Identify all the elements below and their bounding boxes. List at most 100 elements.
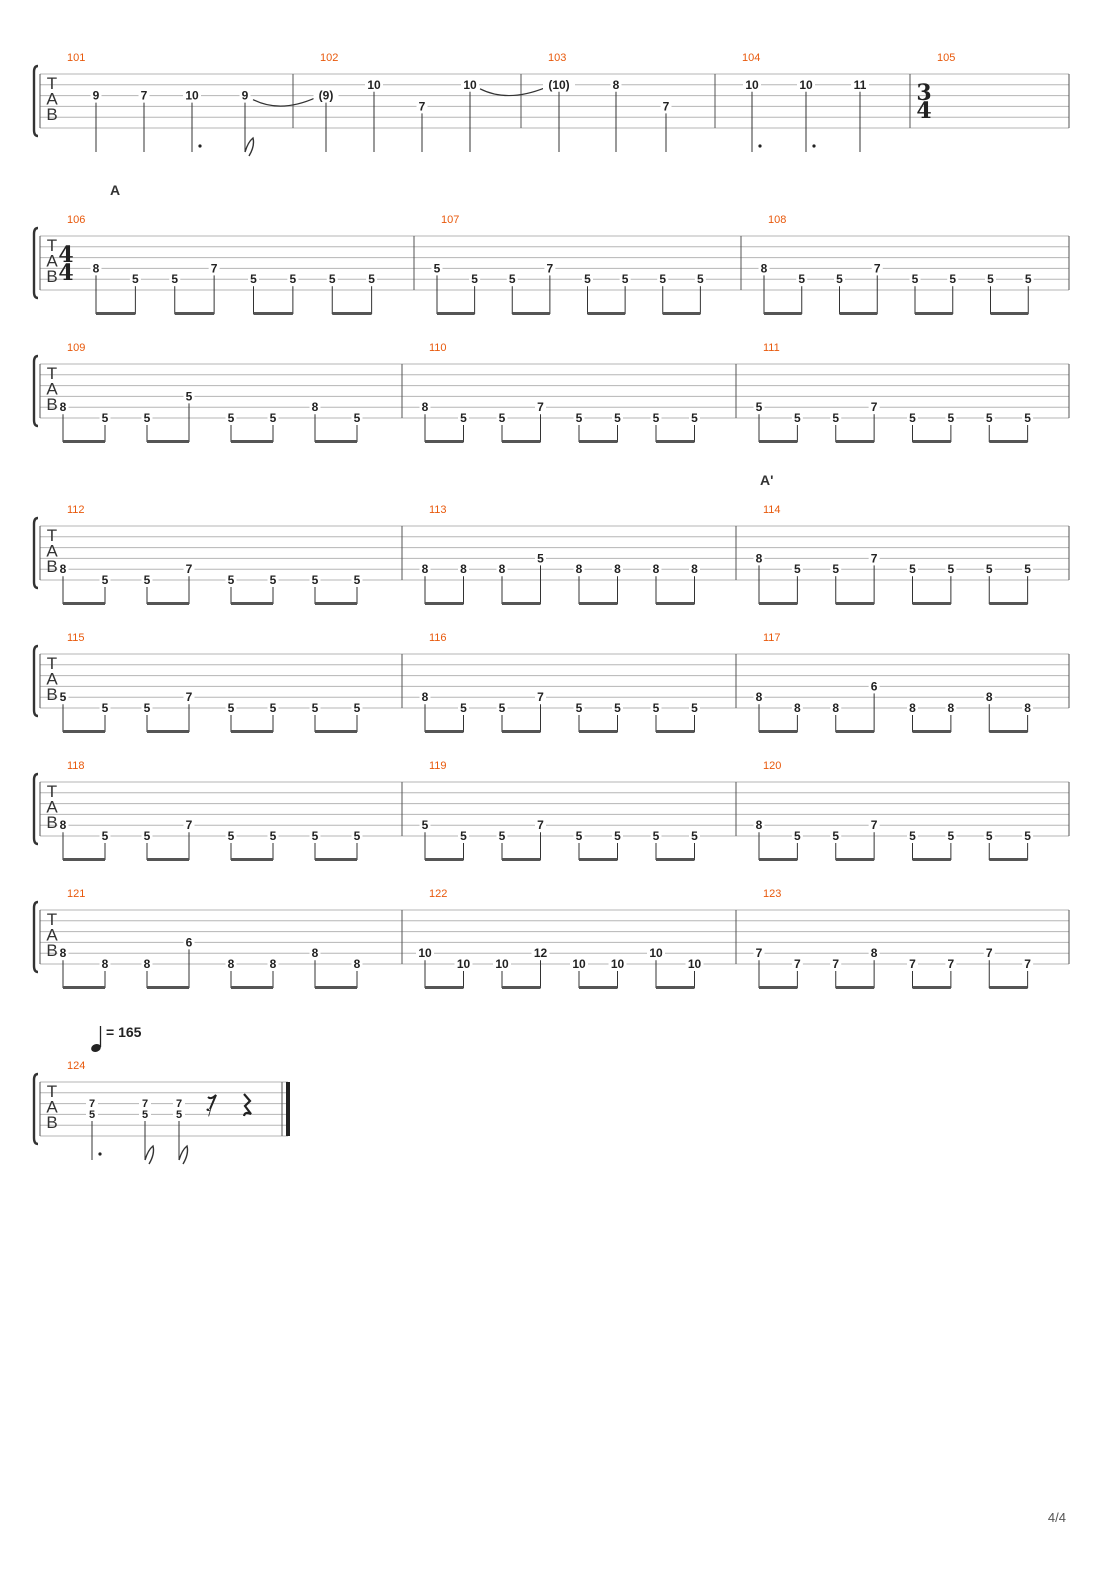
quarter-rest-icon: [242, 1093, 252, 1117]
beam: [912, 602, 951, 605]
beam: [764, 312, 802, 315]
fret-number: 7: [948, 957, 955, 971]
beam: [662, 312, 701, 315]
fret-number: 5: [836, 272, 843, 286]
beam: [656, 440, 695, 443]
tab-clef-letter: B: [46, 105, 57, 124]
beam: [835, 858, 875, 861]
tab-clef-letter: A: [46, 542, 58, 561]
measure-number: 105: [937, 52, 955, 64]
beam: [759, 730, 798, 733]
fret-number: 7: [871, 400, 878, 414]
beam: [63, 730, 105, 733]
measure-number: 109: [67, 342, 85, 354]
measure-number: 103: [548, 52, 566, 64]
fret-number: 8: [832, 701, 839, 715]
fret-number: 8: [422, 400, 429, 414]
fret-number: 7: [211, 261, 218, 275]
fret-number: 5: [576, 829, 583, 843]
beam: [835, 602, 875, 605]
tab-clef-letter: A: [46, 1098, 58, 1117]
fret-number: 5: [1024, 562, 1031, 576]
fret-number: 8: [1024, 701, 1031, 715]
beam: [989, 730, 1028, 733]
fret-number: 8: [312, 946, 319, 960]
fret-number: 5: [794, 562, 801, 576]
fret-number: 5: [909, 562, 916, 576]
fret-number: 10: [799, 78, 813, 92]
fret-number: 5: [537, 551, 544, 565]
beam: [759, 440, 798, 443]
tempo-marking: = 165: [91, 1024, 142, 1052]
fret-number: 8: [228, 957, 235, 971]
measure-number: 113: [429, 504, 447, 516]
beam: [579, 730, 618, 733]
tab-clef-letter: A: [46, 252, 58, 271]
measure-number: 118: [67, 760, 85, 772]
beam: [989, 602, 1028, 605]
beam: [315, 440, 357, 443]
fret-number: 7: [419, 99, 426, 113]
fret-number: 5: [312, 701, 319, 715]
fret-number: 12: [534, 946, 548, 960]
fret-number: 10: [457, 957, 471, 971]
beam: [425, 858, 464, 861]
system-bracket: [32, 354, 39, 428]
fret-number: 5: [1024, 411, 1031, 425]
fret-number: 5: [290, 272, 297, 286]
fret-number: 8: [60, 818, 67, 832]
fret-number: 5: [691, 411, 698, 425]
fret-number: 7: [537, 818, 544, 832]
tab-clef-letter: B: [46, 557, 57, 576]
fret-number: 8: [986, 690, 993, 704]
fret-number: 8: [948, 701, 955, 715]
fret-number: 5: [102, 829, 109, 843]
measure-number: 117: [763, 632, 781, 644]
system-bracket: [32, 64, 39, 138]
fret-number: 7: [756, 946, 763, 960]
measure-103: 103(10)87: [543, 52, 672, 152]
beam: [989, 986, 1028, 989]
system-bracket: [32, 900, 39, 974]
fret-number: 7: [909, 957, 916, 971]
fret-number: 5: [912, 272, 919, 286]
system-bracket: [32, 226, 39, 300]
fret-number: 5: [798, 272, 805, 286]
tab-clef-letter: B: [46, 685, 57, 704]
fret-number: 8: [144, 957, 151, 971]
fret-number: 7: [794, 957, 801, 971]
section-marker: A: [110, 182, 120, 198]
fret-number: 5: [584, 272, 591, 286]
tab-clef-letter: B: [46, 267, 57, 286]
beam: [147, 730, 189, 733]
measure-number: 108: [768, 214, 786, 226]
beam: [587, 312, 626, 315]
beam: [759, 986, 798, 989]
system-bracket: [32, 516, 39, 590]
fret-number: 8: [613, 78, 620, 92]
fret-number: 5: [60, 690, 67, 704]
fret-number: 5: [986, 411, 993, 425]
beam: [912, 986, 951, 989]
fret-number: 5: [832, 411, 839, 425]
eighth-rest-icon: 𝄾: [206, 1101, 212, 1126]
fret-number: (9): [319, 89, 334, 103]
fret-number: 5: [228, 411, 235, 425]
beam: [989, 440, 1028, 443]
fret-number: 5: [144, 573, 151, 587]
beam: [759, 858, 798, 861]
fret-number: 5: [144, 701, 151, 715]
fret-number: 6: [871, 679, 878, 693]
fret-number: 8: [60, 400, 67, 414]
fret-number: 10: [463, 78, 477, 92]
